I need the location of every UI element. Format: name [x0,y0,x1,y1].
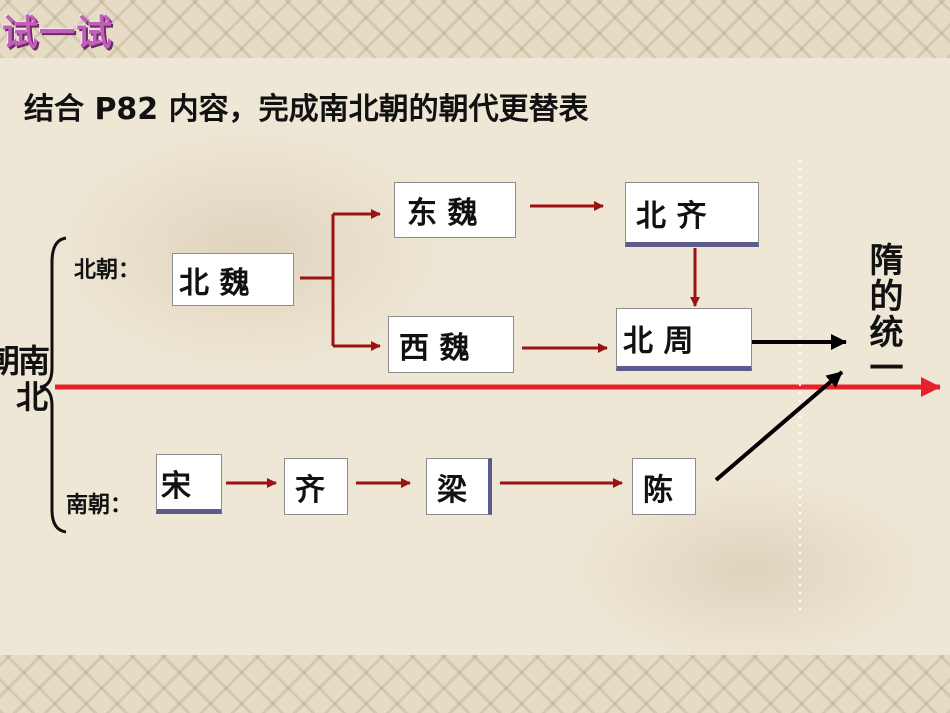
box-dong-wei: 东 魏 [394,182,516,238]
box-qi: 齐 [284,458,348,515]
xi-wei-label: 西 魏 [399,330,470,366]
left-north-char: 北 [16,378,49,416]
song-label: 宋 [161,469,191,504]
left-cut-char: 朝 [0,342,21,380]
arrow-chen-to-sui [714,370,844,482]
box-bei-qi: 北 齐 [625,182,759,247]
box-bei-zhou: 北 周 [616,308,752,371]
qi-label: 齐 [295,472,325,508]
box-xi-wei: 西 魏 [388,316,514,373]
bei-zhou-label: 北 周 [623,323,694,359]
sui-unification-label: 隋的统一 [863,242,903,386]
grouping-brace [39,236,67,534]
box-song: 宋 [156,454,222,514]
box-liang: 梁 [426,458,492,515]
decorative-top-border [0,0,950,58]
south-dynasties-label: 南朝： [66,493,133,518]
box-bei-wei: 北 魏 [172,253,294,306]
liang-label: 梁 [437,472,467,508]
try-it-badge: 试一试 [2,13,114,54]
page-title: 结合 P82 内容，完成南北朝的朝代更替表 [24,92,589,127]
background-ink-wash [560,470,940,670]
decorative-bottom-border [0,655,950,713]
north-dynasties-label: 北朝： [74,258,141,283]
box-chen: 陈 [632,458,696,515]
bei-qi-label: 北 齐 [636,198,707,234]
bei-wei-label: 北 魏 [179,265,250,301]
left-south-char: 南 [18,342,51,380]
dong-wei-label: 东 魏 [407,196,478,231]
chen-label: 陈 [643,472,673,508]
